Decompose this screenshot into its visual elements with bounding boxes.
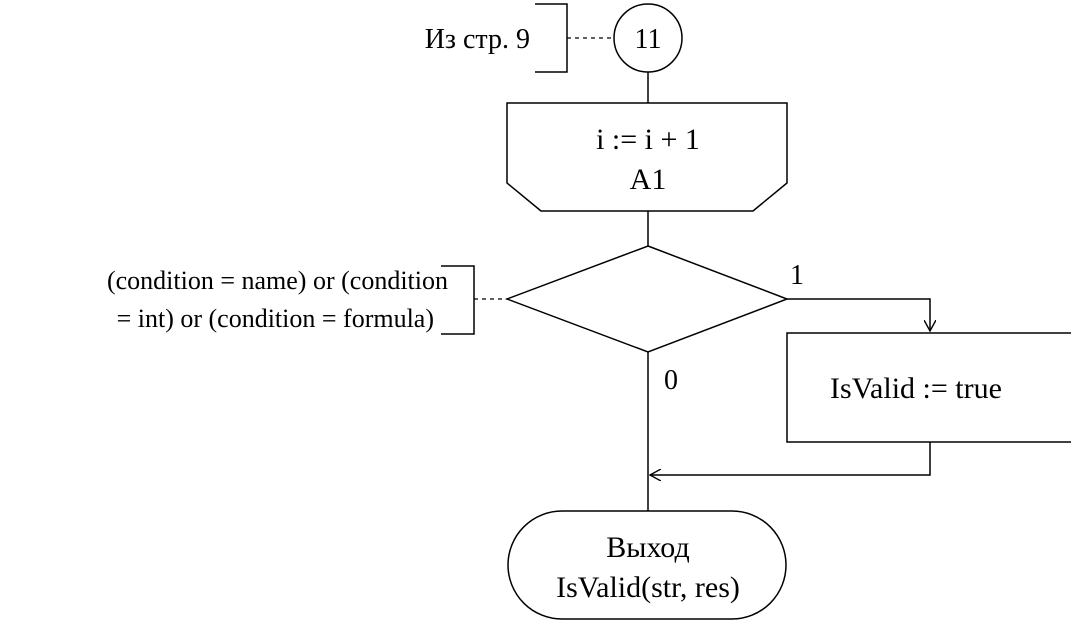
- decision-comment: (condition = name) or (condition = int) …: [107, 265, 507, 335]
- flow-line-yes-branch: [787, 298, 930, 331]
- decision-no-label: 0: [664, 365, 678, 396]
- decision-comment-line2: = int) or (condition = formula): [117, 304, 434, 333]
- process-label: IsValid := true: [830, 372, 1002, 405]
- terminator-line2: IsValid(str, res): [556, 571, 740, 604]
- loop-end-block: i := i + 1 A1: [506, 102, 788, 212]
- process-shape: [786, 332, 1071, 443]
- connector-label: 11: [635, 24, 662, 55]
- flow-line-process-return: [650, 442, 931, 475]
- decision-comment-bracket: [441, 265, 475, 335]
- connector-comment-bracket: [535, 3, 568, 73]
- decision-yes-label: 1: [790, 260, 804, 291]
- connector-circle: 11: [613, 3, 683, 73]
- loop-end-line2: A1: [630, 163, 667, 196]
- process-block: IsValid := true: [786, 332, 1071, 443]
- decision-diamond: [504, 245, 790, 353]
- terminator-block: Выход IsValid(str, res): [507, 510, 787, 620]
- connector-comment-text: Из стр. 9: [425, 24, 530, 55]
- terminator-line1: Выход: [606, 531, 689, 564]
- decision-comment-line1: (condition = name) or (condition: [107, 266, 448, 295]
- connector-comment: Из стр. 9: [425, 3, 614, 73]
- terminator-shape: [507, 510, 787, 620]
- loop-end-shape: [506, 102, 788, 212]
- loop-end-line1: i := i + 1: [596, 123, 700, 156]
